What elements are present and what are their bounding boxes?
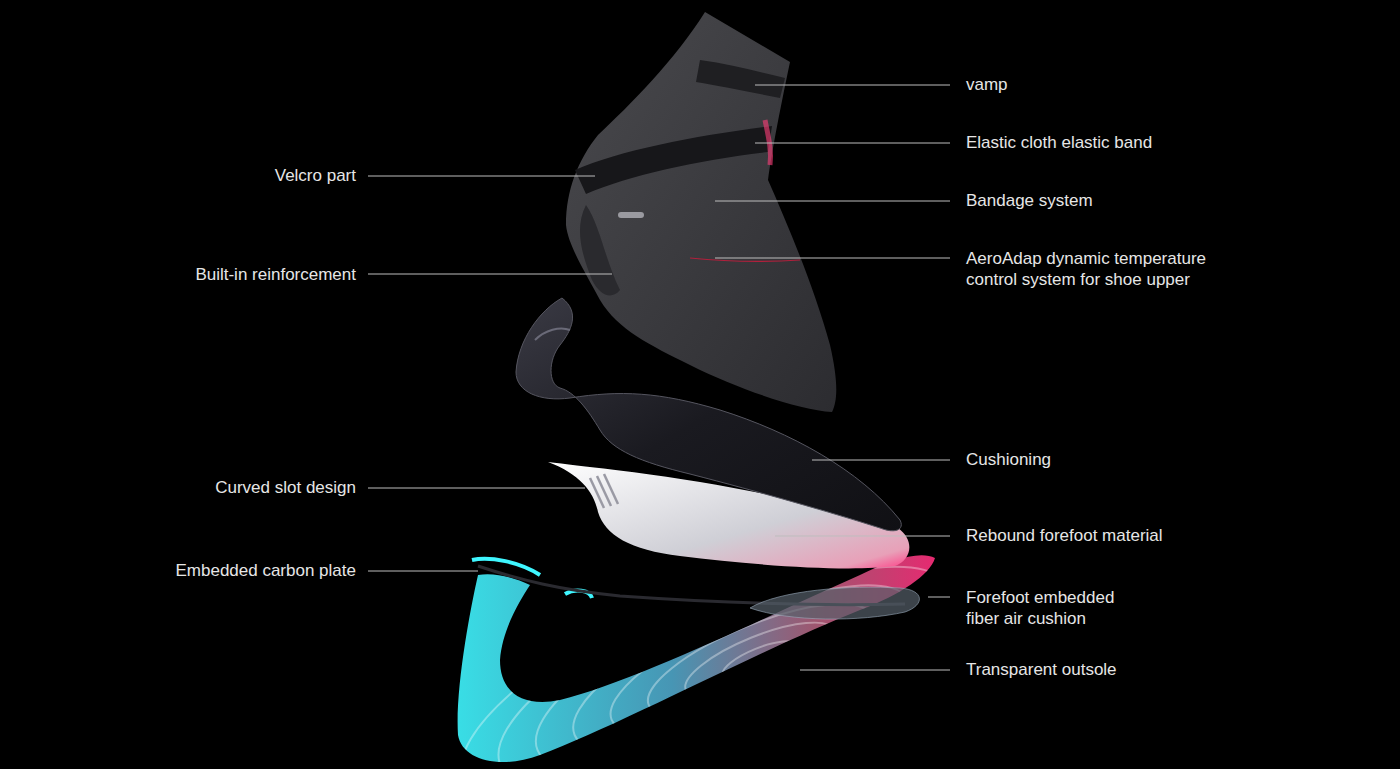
part-label: vamp: [966, 74, 1008, 95]
part-label: Built-in reinforcement: [195, 264, 356, 285]
curved-slots: [590, 474, 618, 508]
part-label: Elastic cloth elastic band: [966, 132, 1152, 153]
leader-line: [715, 258, 950, 259]
leader-line: [812, 460, 950, 461]
leader-line: [928, 597, 950, 598]
part-label: AeroAdap dynamic temperature control sys…: [966, 248, 1231, 290]
part-label: Embedded carbon plate: [175, 560, 356, 581]
upper-shape: [566, 12, 836, 412]
leader-line: [368, 571, 478, 572]
leader-line: [368, 274, 612, 275]
leader-line: [368, 176, 595, 177]
velcro-strap: [575, 126, 772, 194]
leader-line: [755, 85, 950, 86]
part-label: Transparent outsole: [966, 659, 1117, 680]
leader-line: [368, 488, 585, 489]
part-label: Forefoot embedded fiber air cushion: [966, 587, 1131, 629]
leader-line: [755, 143, 950, 144]
part-label: Rebound forefoot material: [966, 525, 1163, 546]
air-cushion: [750, 587, 919, 619]
leader-line: [775, 536, 950, 537]
leader-line: [800, 670, 950, 671]
upper-drawing: [566, 12, 836, 412]
leader-line: [715, 201, 950, 202]
part-label: Cushioning: [966, 449, 1051, 470]
cushion-highlight: [535, 328, 570, 340]
part-label: Curved slot design: [215, 477, 356, 498]
elastic-band: [696, 60, 785, 98]
part-label: Velcro part: [275, 165, 356, 186]
part-label: Bandage system: [966, 190, 1093, 211]
buckle: [618, 212, 644, 218]
leader-lines: [368, 85, 950, 670]
reinforcement: [580, 205, 620, 295]
